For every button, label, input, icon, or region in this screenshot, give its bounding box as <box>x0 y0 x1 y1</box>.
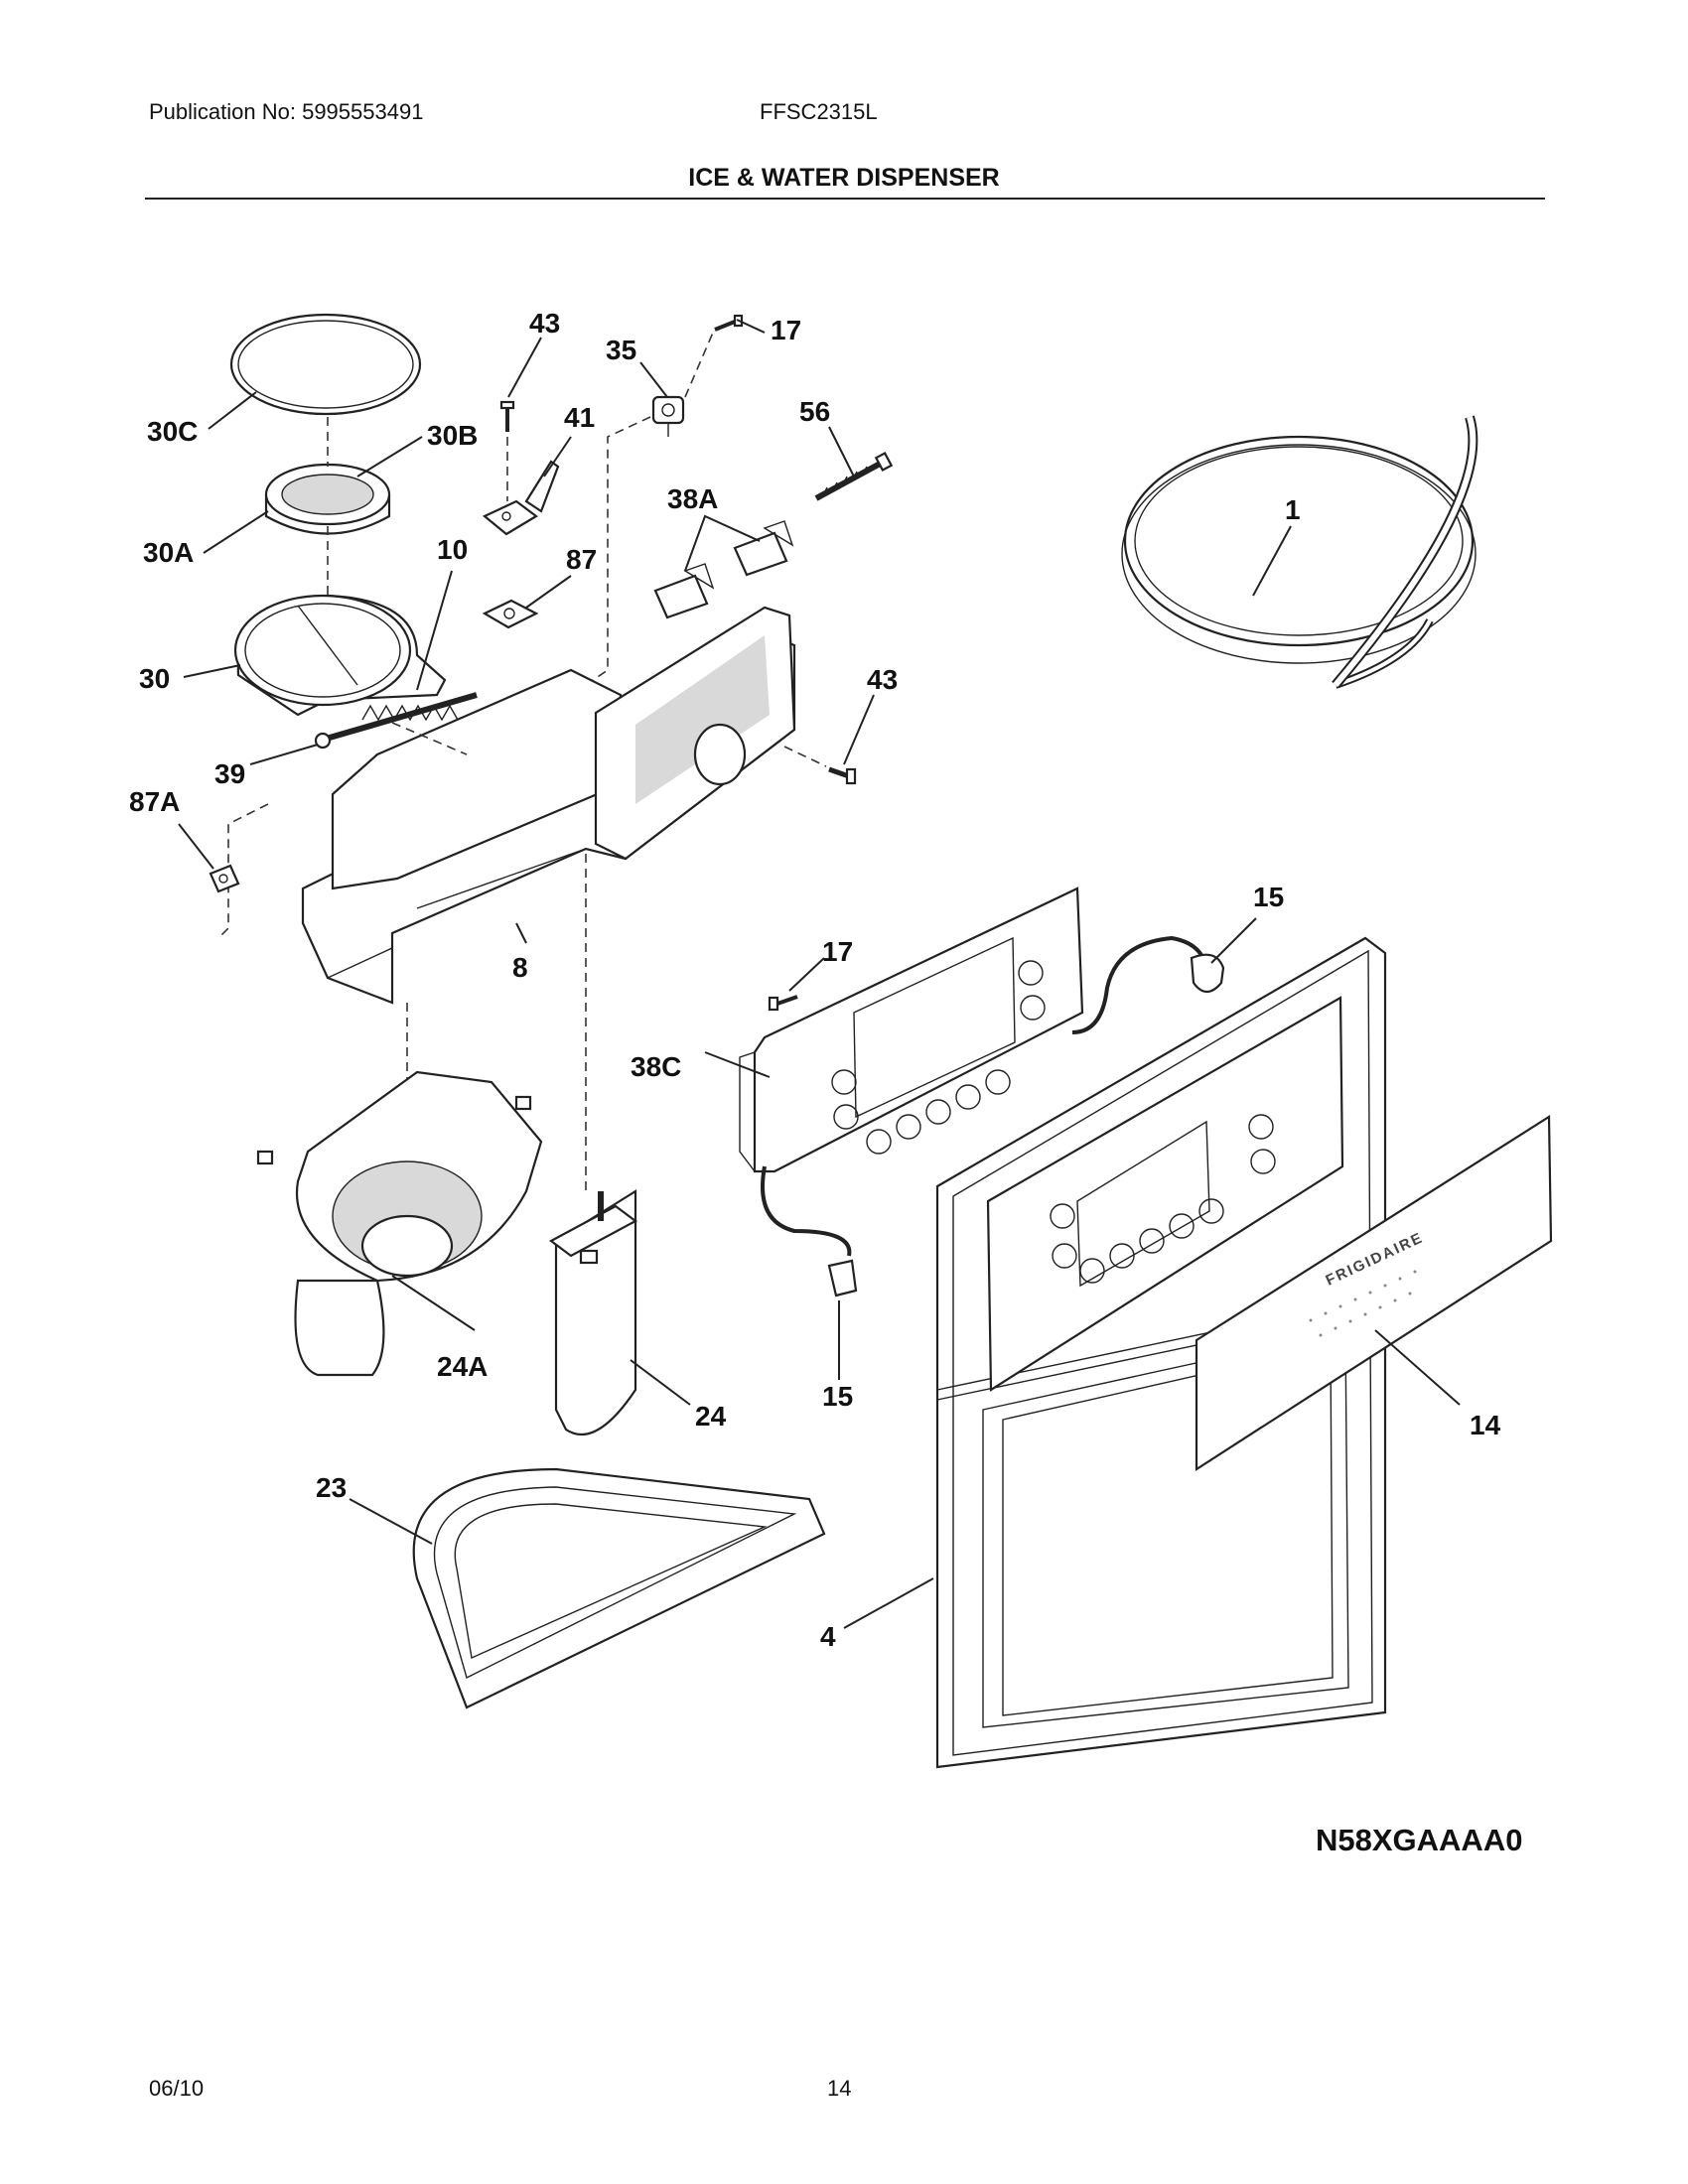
part-35-switch <box>651 395 685 437</box>
callout-38c: 38C <box>631 1051 681 1082</box>
callout-17-top: 17 <box>771 315 801 345</box>
leader-lines <box>178 319 1461 1629</box>
part-38c-control-board <box>739 887 1084 1173</box>
part-24-water-chute <box>548 1189 638 1435</box>
page-number: 14 <box>827 2076 852 2101</box>
callout-15-top: 15 <box>1253 882 1284 912</box>
callout-8: 8 <box>512 952 528 983</box>
page-title: ICE & WATER DISPENSER <box>688 164 1000 192</box>
callout-56: 56 <box>799 396 830 427</box>
part-38a-switches <box>653 520 794 619</box>
part-15-wire-harness-bottom <box>761 1165 858 1297</box>
callout-43-top: 43 <box>529 308 560 339</box>
diagram-code: N58XGAAAA0 <box>1316 1823 1523 1857</box>
part-56-screw <box>814 451 894 501</box>
callout-4: 4 <box>820 1621 836 1652</box>
part-1-tubing <box>1121 415 1478 689</box>
callout-41: 41 <box>564 402 595 433</box>
part-8-housing <box>301 606 796 1005</box>
callout-30b: 30B <box>427 420 478 451</box>
part-30-funnel-ring <box>233 594 447 717</box>
callout-43-right: 43 <box>867 664 898 695</box>
part-87a-pad <box>209 864 240 893</box>
title-divider <box>145 198 1545 200</box>
part-15-wire-harness-top <box>1071 935 1225 1034</box>
callout-15-bottom: 15 <box>822 1381 853 1412</box>
callout-1: 1 <box>1285 494 1301 525</box>
publication-number: Publication No: 5995553491 <box>149 99 424 124</box>
part-87-pad <box>482 599 539 629</box>
model-number: FFSC2315L <box>760 99 878 124</box>
footer-date: 06/10 <box>149 2076 205 2101</box>
callout-10: 10 <box>437 534 468 565</box>
callout-30a: 30A <box>143 537 194 568</box>
callout-35: 35 <box>606 335 636 365</box>
callout-38a: 38A <box>667 483 718 514</box>
callout-23: 23 <box>316 1472 347 1503</box>
part-23-drip-tray <box>412 1467 826 1709</box>
part-43-screw-top <box>499 400 515 432</box>
part-41-bracket <box>482 460 560 536</box>
part-10-spring <box>361 704 459 722</box>
callout-24: 24 <box>695 1401 727 1432</box>
part-17-screw-lower <box>768 995 798 1012</box>
callout-87: 87 <box>566 544 597 575</box>
callout-87a: 87A <box>129 786 180 817</box>
part-43-screw-right <box>828 766 857 785</box>
callout-24a: 24A <box>437 1351 488 1382</box>
callout-30c: 30C <box>147 416 198 447</box>
part-4-dispenser-frame <box>935 936 1387 1769</box>
callout-39: 39 <box>214 758 245 789</box>
callout-30: 30 <box>139 663 170 694</box>
part-30c-gasket <box>229 313 422 416</box>
part-30a-cap <box>264 463 391 535</box>
part-39-pin <box>314 692 478 750</box>
callout-17-lower: 17 <box>822 936 853 967</box>
part-17-screw-top <box>714 314 744 332</box>
part-24a-ice-chute <box>256 1070 543 1377</box>
callout-14: 14 <box>1470 1410 1501 1440</box>
